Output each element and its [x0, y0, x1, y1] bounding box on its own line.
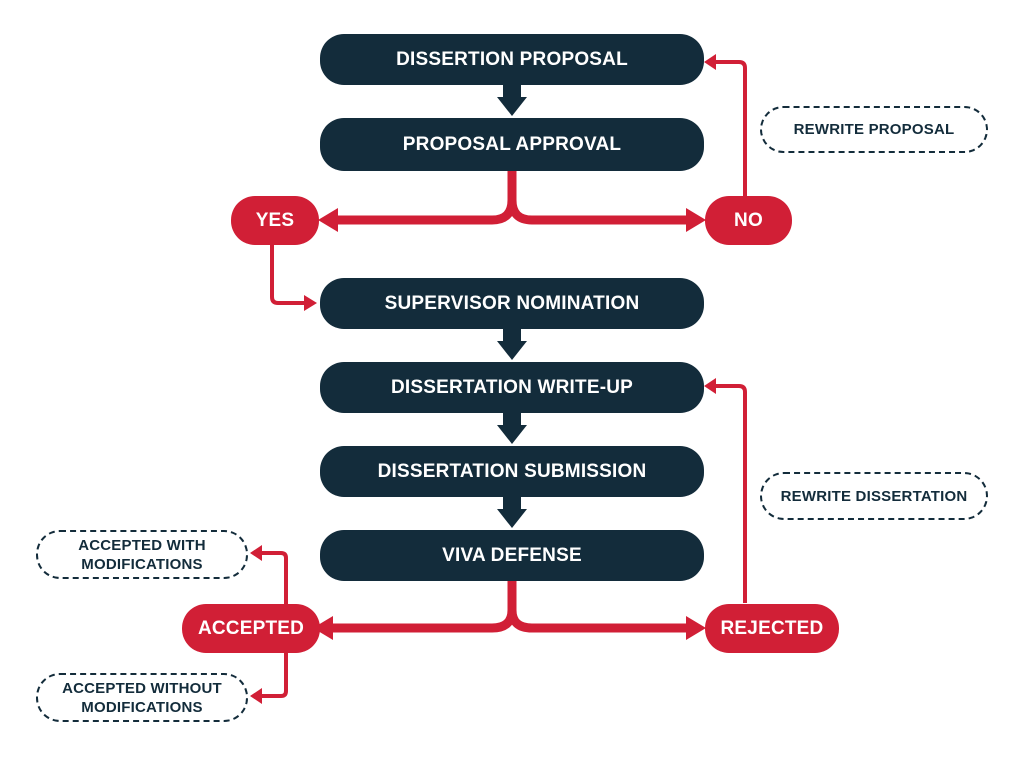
yes-to-nomination-connector	[270, 244, 306, 305]
step-dissertation-write-up: DISSERTATION WRITE-UP	[320, 362, 704, 413]
decision-rejected: REJECTED	[705, 604, 839, 653]
step-dissertation-submission: DISSERTATION SUBMISSION	[320, 446, 704, 497]
step-supervisor-nomination: SUPERVISOR NOMINATION	[320, 278, 704, 329]
arrow-to-dissertation-write-up	[704, 378, 716, 394]
arrow-to-rejected	[686, 616, 706, 640]
arrow-to-yes	[318, 208, 338, 232]
step-viva-defense: VIVA DEFENSE	[320, 530, 704, 581]
viva-split-connector	[330, 580, 688, 633]
arrow-to-supervisor-nomination	[304, 295, 317, 311]
down-arrow	[497, 85, 527, 116]
note-accepted-without-modifications: ACCEPTED WITHOUT MODIFICATIONS	[36, 673, 248, 722]
decision-yes: YES	[231, 196, 319, 245]
arrow-to-accepted-without-modifications	[250, 688, 262, 704]
accepted-with-connector	[260, 551, 288, 606]
note-accepted-with-modifications: ACCEPTED WITH MODIFICATIONS	[36, 530, 248, 579]
decision-no: NO	[705, 196, 792, 245]
note-rewrite-proposal: REWRITE PROPOSAL	[760, 106, 988, 153]
rejected-loop-connector	[714, 384, 747, 603]
decision-accepted: ACCEPTED	[182, 604, 320, 653]
arrow-to-accepted-with-modifications	[250, 545, 262, 561]
accepted-without-connector	[260, 652, 288, 698]
arrow-to-dissertion-proposal	[704, 54, 716, 70]
no-loop-connector	[714, 60, 747, 196]
down-arrow	[497, 413, 527, 444]
down-arrow	[497, 329, 527, 360]
arrow-to-no	[686, 208, 706, 232]
step-dissertion-proposal: DISSERTION PROPOSAL	[320, 34, 704, 85]
approval-split-connector	[335, 170, 688, 225]
note-rewrite-dissertation: REWRITE DISSERTATION	[760, 472, 988, 520]
step-proposal-approval: PROPOSAL APPROVAL	[320, 118, 704, 171]
down-arrow	[497, 497, 527, 528]
arrow-to-accepted	[313, 616, 333, 640]
